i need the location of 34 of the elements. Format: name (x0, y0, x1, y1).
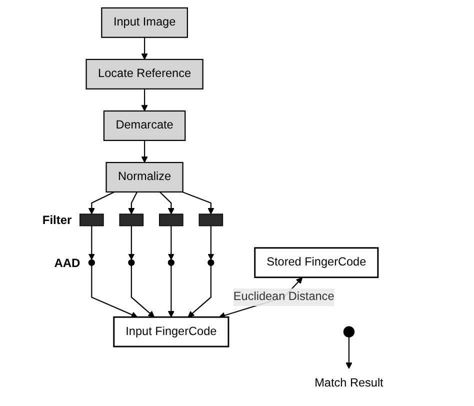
column-heading: AAD (54, 256, 80, 270)
arrow (182, 191, 214, 214)
arrow (88, 191, 114, 214)
arrow (90, 266, 138, 318)
node-circle (207, 259, 214, 266)
arrow (167, 226, 174, 260)
arrow (140, 88, 148, 112)
edge-label: Euclidean Distance (232, 290, 334, 304)
node-circle (167, 259, 174, 266)
node-picture (79, 214, 104, 226)
node-picture (198, 214, 223, 226)
node-box: Normalize (105, 162, 183, 193)
arrow (158, 192, 174, 214)
arrow (130, 266, 154, 318)
node-circle (88, 259, 94, 266)
arrow (88, 226, 94, 260)
arrow (167, 266, 174, 318)
arrow (140, 140, 148, 163)
arrow (128, 226, 134, 260)
column-heading: Filter (42, 212, 72, 227)
node-text: Match Result (314, 376, 383, 390)
node-circle (128, 259, 134, 266)
arrow (140, 37, 148, 60)
node-picture (118, 214, 144, 226)
node-box: Input FingerCode (112, 316, 229, 348)
node-box: Stored FingerCode (254, 247, 378, 278)
node-box: Locate Reference (85, 58, 203, 90)
node-box: Input Image (100, 7, 188, 38)
node-picture (158, 214, 183, 226)
arrow (207, 226, 214, 260)
arrow (187, 266, 211, 318)
arrow (345, 336, 352, 369)
arrow (128, 192, 138, 214)
node-box: Demarcate (102, 110, 186, 141)
